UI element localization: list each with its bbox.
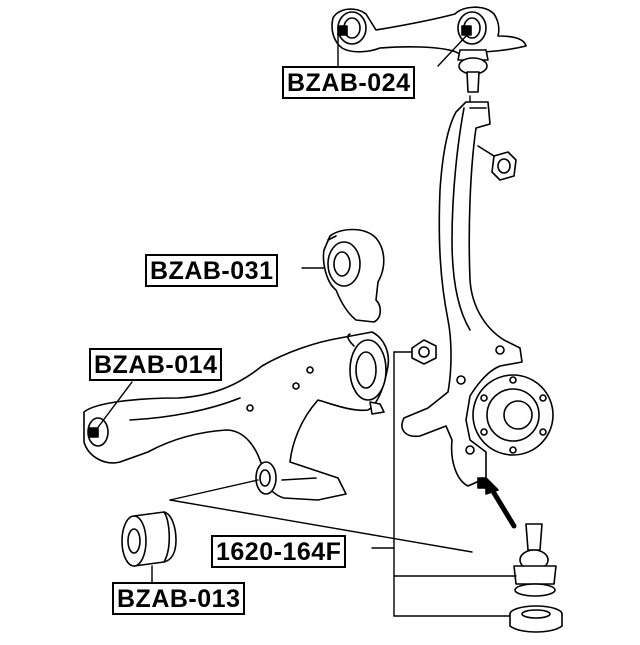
ball-joint xyxy=(513,523,557,597)
label-bzab-013: BZAB-013 xyxy=(112,582,246,615)
wheel-hub xyxy=(472,374,554,456)
leader-lines xyxy=(95,33,517,617)
upper-ball-joint xyxy=(457,49,489,93)
upper-bushing-right xyxy=(461,25,472,36)
lower-control-arm xyxy=(83,331,390,501)
upper-control-arm xyxy=(331,6,527,56)
dust-boot xyxy=(509,605,563,633)
steering-knuckle xyxy=(401,101,523,487)
nut-small xyxy=(411,339,437,365)
lower-arm-front-bushing xyxy=(88,427,99,438)
label-1620-164f: 1620-164F xyxy=(211,535,347,568)
arrow-icon xyxy=(477,477,517,529)
label-bzab-014: BZAB-014 xyxy=(89,348,223,381)
bushing-013 xyxy=(121,511,177,567)
knuckle-nut xyxy=(469,107,517,181)
label-bzab-024: BZAB-024 xyxy=(282,66,416,99)
bushing-031 xyxy=(322,228,385,323)
label-bzab-031: BZAB-031 xyxy=(145,254,279,287)
upper-bushing-left xyxy=(337,25,348,36)
